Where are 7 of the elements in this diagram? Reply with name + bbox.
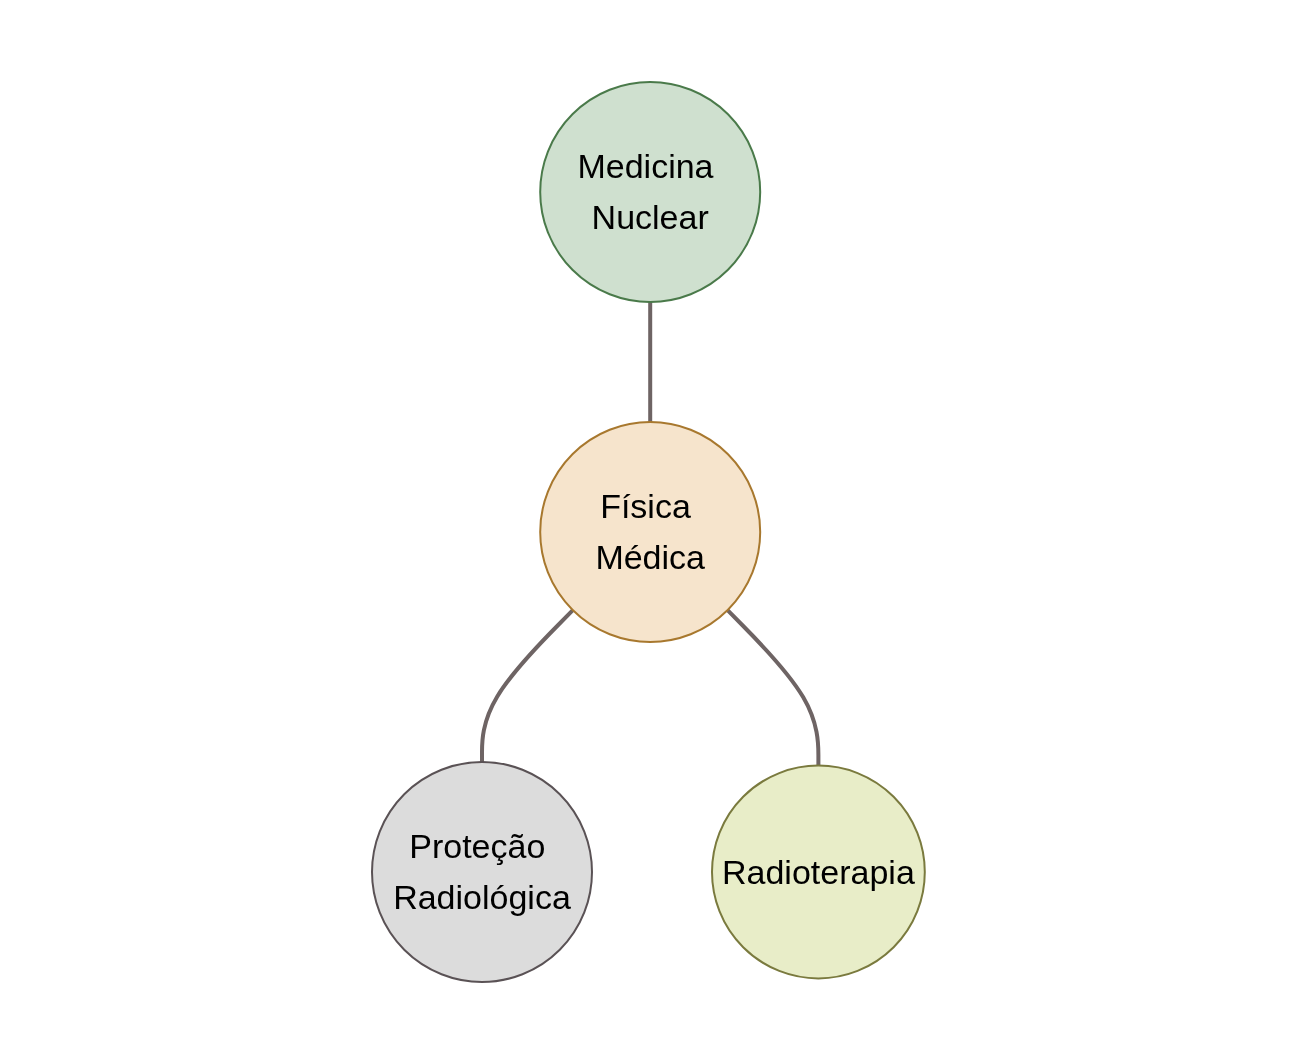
connector [480, 608, 575, 762]
connector [726, 608, 821, 766]
node-circle: Medicina Nuclear [539, 81, 762, 303]
connector [648, 302, 653, 422]
node-circle: Radioterapia [711, 764, 926, 980]
node-circle: Proteção Radiológica [371, 761, 594, 983]
node-circle: Física Médica [539, 421, 762, 643]
